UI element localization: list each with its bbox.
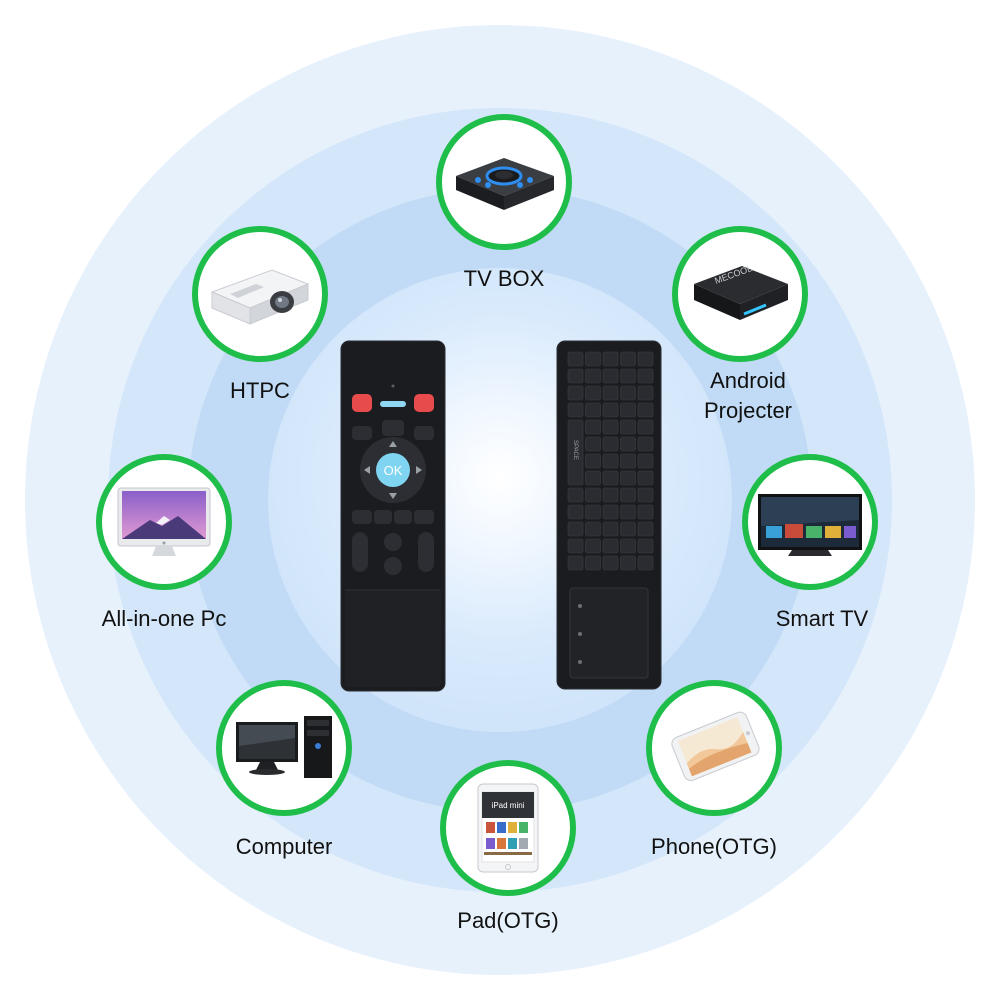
keyboard-key	[602, 436, 619, 452]
keyboard-key	[637, 351, 654, 367]
keyboard-key	[620, 487, 636, 503]
keyboard-key	[567, 385, 584, 401]
device-label-all-in-one: All-in-one Pc	[101, 606, 227, 631]
keyboard-key	[567, 487, 584, 503]
keyboard-key	[637, 368, 654, 384]
desktop-computer-icon	[236, 716, 332, 778]
device-label-android-line2: Projecter	[703, 398, 793, 423]
ok-button-label: OK	[384, 463, 403, 478]
device-label-pad: Pad(OTG)	[457, 908, 559, 933]
keyboard-key	[602, 385, 619, 401]
all-in-one-circle	[96, 454, 232, 590]
keyboard-key	[567, 351, 584, 367]
smart-tv-circle	[742, 454, 878, 590]
keyboard-key	[585, 521, 601, 537]
keyboard-back-icon: SPACE	[556, 340, 662, 690]
keyboard-key	[567, 368, 584, 384]
keyboard-key	[567, 402, 584, 418]
tablet-screen-title: iPad mini	[492, 801, 525, 810]
keyboard-key	[637, 436, 654, 452]
space-key-label: SPACE	[572, 440, 578, 460]
keyboard-key	[602, 453, 619, 469]
keyboard-key	[637, 453, 654, 469]
remote-front: OK	[340, 340, 446, 692]
keyboard-key	[637, 385, 654, 401]
keyboard-key	[637, 555, 654, 571]
keyboard-key	[620, 419, 636, 435]
keyboard-key	[602, 555, 619, 571]
keyboard-key	[585, 470, 601, 486]
keyboard-key	[620, 521, 636, 537]
keyboard-key	[637, 487, 654, 503]
projector-icon	[210, 269, 310, 325]
keyboard-key	[620, 351, 636, 367]
device-label-tv-box: TV BOX	[463, 266, 545, 291]
pad-circle: iPad mini	[440, 760, 576, 896]
computer-circle	[216, 680, 352, 816]
keyboard-key	[620, 453, 636, 469]
keyboard-key	[620, 368, 636, 384]
device-label-htpc: HTPC	[230, 378, 290, 403]
keyboard-key	[585, 385, 601, 401]
keyboard-key	[567, 521, 584, 537]
htpc-circle	[192, 226, 328, 362]
keyboard-key	[620, 436, 636, 452]
device-label-android: Android Projecter	[672, 366, 824, 426]
device-label-computer: Computer	[235, 834, 333, 859]
phone-circle	[646, 680, 782, 816]
android-circle: MECOOL	[672, 226, 808, 362]
keyboard-key	[637, 521, 654, 537]
remote-back-keyboard: SPACE	[556, 340, 662, 690]
device-label-smart-tv: Smart TV	[775, 606, 869, 631]
keyboard-key	[567, 538, 584, 554]
keyboard-key	[585, 487, 601, 503]
keyboard-key	[585, 402, 601, 418]
keyboard-key	[567, 555, 584, 571]
tablet-icon: iPad mini	[477, 783, 539, 873]
keyboard-key	[637, 402, 654, 418]
device-label-android-line1: Android	[710, 368, 786, 393]
keyboard-key	[620, 385, 636, 401]
tv-box-circle	[436, 114, 572, 250]
keyboard-key	[637, 538, 654, 554]
tv-box-icon	[456, 158, 554, 210]
keyboard-key	[602, 419, 619, 435]
keyboard-key	[602, 538, 619, 554]
keyboard-key	[585, 453, 601, 469]
android-box-icon: MECOOL	[694, 263, 788, 320]
keyboard-key	[585, 538, 601, 554]
keyboard-key	[620, 402, 636, 418]
smartphone-icon	[671, 711, 760, 782]
keyboard-key	[620, 555, 636, 571]
keyboard-key	[637, 470, 654, 486]
keyboard-key	[602, 368, 619, 384]
keyboard-key	[637, 504, 654, 520]
keyboard-key	[602, 521, 619, 537]
keyboard-key	[585, 351, 601, 367]
remote-front-icon: OK	[340, 340, 446, 692]
background-ring-inner	[268, 268, 732, 732]
space-key	[567, 419, 584, 486]
keyboard-key	[602, 487, 619, 503]
all-in-one-pc-icon	[117, 487, 211, 556]
keyboard-key	[602, 351, 619, 367]
keyboard-key	[585, 504, 601, 520]
keyboard-key	[585, 419, 601, 435]
keyboard-key	[602, 402, 619, 418]
keyboard-key	[585, 436, 601, 452]
keyboard-key	[567, 504, 584, 520]
keyboard-key	[585, 368, 601, 384]
keyboard-key	[620, 504, 636, 520]
keyboard-key	[585, 555, 601, 571]
keyboard-key	[620, 470, 636, 486]
smart-tv-icon	[758, 494, 862, 556]
keyboard-key	[620, 538, 636, 554]
keyboard-key	[602, 504, 619, 520]
device-label-phone: Phone(OTG)	[651, 834, 777, 859]
keyboard-key	[602, 470, 619, 486]
keyboard-key	[637, 419, 654, 435]
